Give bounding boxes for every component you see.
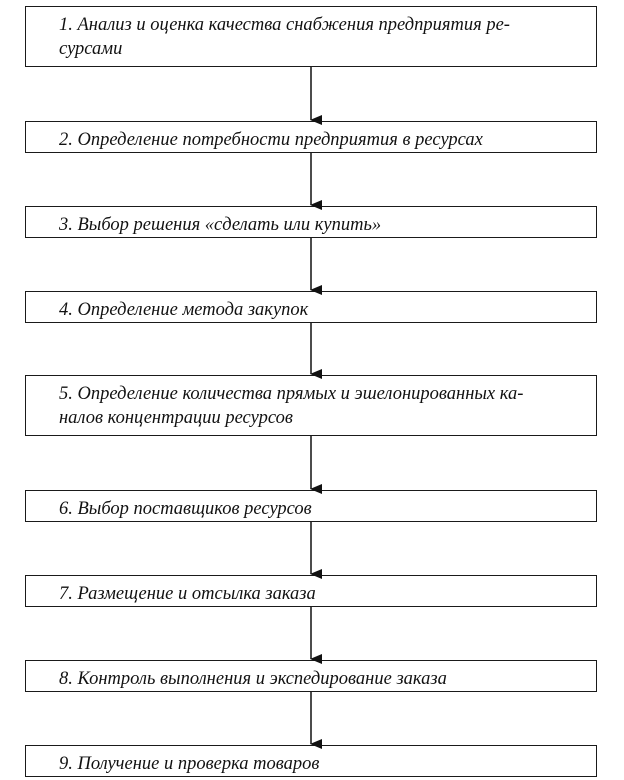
step-8-box: 8. Контроль выполнения и экспедирование … <box>25 660 597 692</box>
step-4-label: 4. Определение метода закупок <box>59 300 309 320</box>
step-1-box: 1. Анализ и оценка качества снабжения пр… <box>25 6 597 67</box>
step-1-label: 1. Анализ и оценка качества снабжения пр… <box>59 15 510 59</box>
step-7-label: 7. Размещение и отсылка заказа <box>59 584 316 604</box>
step-4-box: 4. Определение метода закупок <box>25 291 597 323</box>
step-9-label: 9. Получение и проверка товаров <box>59 754 320 774</box>
step-2-box: 2. Определение потребности предприятия в… <box>25 121 597 153</box>
step-2-label: 2. Определение потребности предприятия в… <box>59 130 483 150</box>
step-5-box: 5. Определение количества прямых и эшело… <box>25 375 597 436</box>
step-6-label: 6. Выбор поставщиков ресурсов <box>59 499 312 519</box>
step-8-label: 8. Контроль выполнения и экспедирование … <box>59 669 447 689</box>
step-7-box: 7. Размещение и отсылка заказа <box>25 575 597 607</box>
step-9-box: 9. Получение и проверка товаров <box>25 745 597 777</box>
step-5-label: 5. Определение количества прямых и эшело… <box>59 384 524 428</box>
step-3-label: 3. Выбор решения «сделать или купить» <box>59 215 382 235</box>
step-3-box: 3. Выбор решения «сделать или купить» <box>25 206 597 238</box>
